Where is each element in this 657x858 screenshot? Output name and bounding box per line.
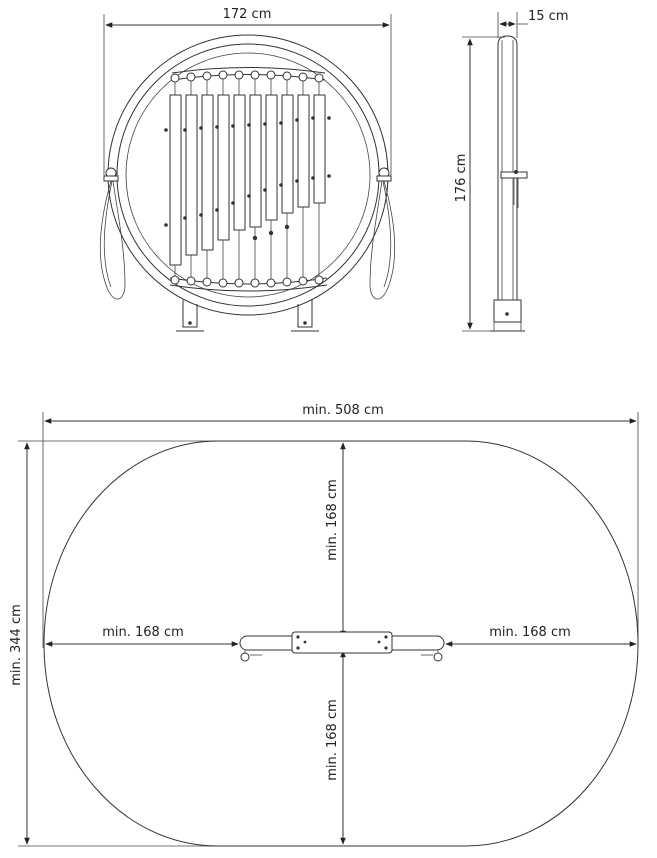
left-mallet	[99, 167, 126, 300]
chime-bar	[233, 94, 246, 231]
chime-bar	[281, 94, 294, 214]
ring-frame	[107, 34, 389, 316]
side-depth-label: 15 cm	[528, 9, 569, 24]
right-clearance-label: min. 168 cm	[489, 625, 571, 640]
side-view: 15 cm 176 cm	[452, 9, 569, 332]
top-clearance-label: min. 168 cm	[325, 479, 340, 561]
side-profile	[490, 35, 528, 332]
chime-bars	[169, 94, 326, 266]
front-legs	[176, 300, 319, 332]
bottom-clearance-label: min. 168 cm	[325, 699, 340, 781]
left-clearance-label: min. 168 cm	[102, 625, 184, 640]
safety-area: min. 508 cm min. 344 cm min. 168 cm min.…	[8, 402, 639, 847]
front-width-dimension: 172 cm	[103, 6, 392, 180]
chime-bar	[249, 94, 262, 228]
right-mallet	[369, 167, 396, 300]
chime-bar	[169, 94, 182, 266]
side-height-label: 176 cm	[454, 154, 469, 203]
device-top-view	[239, 631, 445, 662]
bar-stems	[170, 203, 324, 288]
bar-fixing-points	[164, 116, 331, 227]
chime-bar	[297, 94, 310, 208]
front-view: 172 cm	[99, 6, 396, 332]
front-width-label: 172 cm	[223, 7, 272, 22]
footprint-width-dimension: min. 508 cm	[42, 402, 639, 648]
chime-bar	[201, 94, 214, 251]
safety-zone-outline	[43, 440, 639, 847]
footprint-width-label: min. 508 cm	[302, 403, 384, 418]
chime-bar	[217, 94, 230, 241]
chime-bar	[265, 94, 278, 221]
bar-hangers	[170, 70, 324, 95]
chime-bar	[313, 94, 326, 204]
chime-bar	[185, 94, 198, 256]
side-depth-dimension: 15 cm	[497, 9, 569, 38]
side-height-dimension: 176 cm	[452, 36, 520, 332]
footprint-height-label: min. 344 cm	[9, 604, 24, 686]
